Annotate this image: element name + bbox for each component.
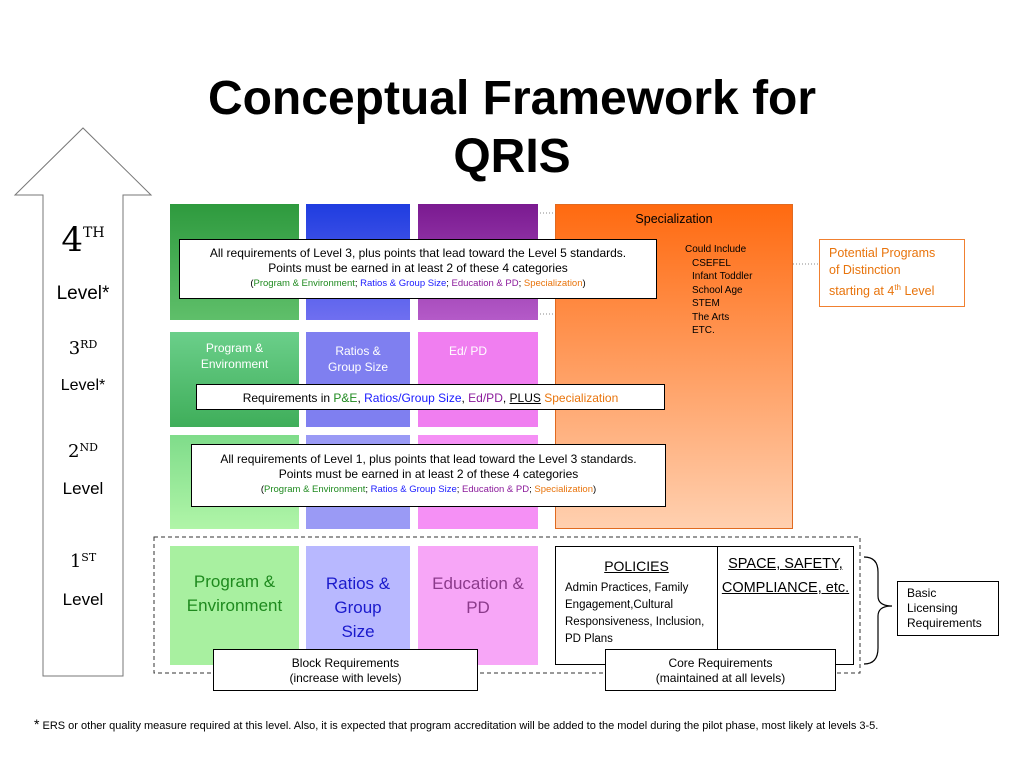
specialization-title: Specialization bbox=[635, 212, 713, 226]
level1-ratios-block bbox=[306, 546, 410, 665]
page-title: Conceptual Framework for QRIS bbox=[207, 72, 817, 183]
level-4-label: Level* bbox=[56, 283, 110, 304]
cat-edpd: Education & PD bbox=[462, 484, 530, 495]
level3-edpd: Ed/PD bbox=[468, 391, 503, 405]
specialization-list: Could Include CSEFEL Infant Toddler Scho… bbox=[685, 243, 752, 338]
level2-line2: Points must be earned in at least 2 of t… bbox=[278, 467, 579, 481]
level3-edpd-label: Ed/ PD bbox=[448, 344, 487, 358]
level-2-number: 2ND bbox=[68, 441, 98, 462]
basic-licensing-box: Basic Licensing Requirements bbox=[897, 581, 999, 636]
specialization-item: The Arts bbox=[692, 311, 730, 323]
core-req-line1: Core Requirements bbox=[668, 656, 773, 670]
level1-edpd-label: Education & PD bbox=[432, 574, 524, 617]
cat-ratios: Ratios & Group Size bbox=[370, 484, 457, 495]
specialization-item: Infant Toddler bbox=[692, 271, 753, 282]
block-requirements-box: Block Requirements (increase with levels… bbox=[213, 649, 478, 691]
level1-ratios-label: Ratios & Group Size bbox=[325, 574, 391, 641]
level-2-label: Level bbox=[62, 479, 104, 498]
level2-requirements-box: All requirements of Level 1, plus points… bbox=[191, 444, 666, 507]
level3-edpd-block bbox=[418, 332, 538, 427]
specialization-item: CSEFEL bbox=[692, 257, 731, 269]
policies-box bbox=[555, 546, 718, 665]
policies-title: POLICIES bbox=[604, 558, 669, 574]
footnote-star: * bbox=[34, 716, 40, 732]
space-text: SPACE, SAFETY, COMPLIANCE, etc. bbox=[721, 556, 850, 596]
distinction-line3: starting at 4th Level bbox=[829, 279, 955, 300]
cat-spec: Specialization bbox=[523, 278, 583, 289]
specialization-could: Could Include bbox=[685, 244, 747, 255]
block-req-line2: (increase with levels) bbox=[289, 671, 402, 685]
level3-pe: P&E bbox=[333, 391, 358, 405]
level-4-number: 4TH bbox=[61, 220, 105, 260]
level3-prefix: Requirements in bbox=[242, 391, 334, 405]
distinction-line1: Potential Programs bbox=[829, 246, 936, 260]
level1-pe-label: Program & Environment bbox=[186, 572, 283, 615]
level-1-label: Level bbox=[62, 590, 104, 609]
specialization-item: School Age bbox=[692, 284, 743, 296]
level3-plus: PLUS bbox=[509, 391, 541, 405]
distinction-box: Potential Programs of Distinction starti… bbox=[819, 239, 965, 307]
cat-pe: Program & Environment bbox=[253, 278, 355, 289]
space-box bbox=[717, 546, 854, 665]
level3-ratios-label: Ratios & Group Size bbox=[327, 344, 389, 374]
level4-line2: Points must be earned in at least 2 of t… bbox=[268, 261, 568, 275]
footnote: * ERS or other quality measure required … bbox=[34, 716, 878, 732]
level3-ratios-block bbox=[306, 332, 410, 427]
level3-requirements-box: Requirements in P&E, Ratios/Group Size, … bbox=[196, 384, 665, 410]
cat-ratios: Ratios & Group Size bbox=[360, 278, 447, 289]
level-3-number: 3RD bbox=[68, 338, 98, 359]
level3-pe-block bbox=[170, 332, 299, 427]
level3-ratios: Ratios/Group Size bbox=[364, 391, 462, 405]
level3-spec: Specialization bbox=[544, 391, 619, 405]
level1-edpd-block bbox=[418, 546, 538, 665]
level3-pe-label: Program & Environment bbox=[200, 341, 269, 371]
cat-edpd: Education & PD bbox=[451, 278, 519, 289]
specialization-item: ETC. bbox=[692, 325, 715, 336]
policies-text: Admin Practices, Family Engagement,Cultu… bbox=[565, 582, 705, 645]
level4-categories: (Program & Environment; Ratios & Group S… bbox=[250, 278, 586, 289]
cat-spec: Specialization bbox=[534, 484, 593, 495]
level2-line1: All requirements of Level 1, plus points… bbox=[220, 452, 637, 466]
level4-line1: All requirements of Level 3, plus points… bbox=[209, 246, 627, 260]
distinction-line3b: Level bbox=[901, 284, 935, 299]
specialization-item: STEM bbox=[692, 298, 720, 309]
level2-categories: (Program & Environment; Ratios & Group S… bbox=[260, 484, 597, 495]
level4-requirements-box: All requirements of Level 3, plus points… bbox=[179, 239, 657, 299]
level-1-number: 1ST bbox=[69, 551, 97, 572]
level1-pe-block bbox=[170, 546, 299, 665]
block-req-line1: Block Requirements bbox=[291, 656, 400, 670]
level-3-label: Level* bbox=[60, 377, 106, 394]
core-req-line2: (maintained at all levels) bbox=[655, 671, 786, 685]
core-requirements-box: Core Requirements (maintained at all lev… bbox=[605, 649, 836, 691]
distinction-sup: th bbox=[894, 283, 901, 292]
distinction-line2: of Distinction bbox=[829, 263, 901, 277]
cat-pe: Program & Environment bbox=[264, 484, 366, 495]
distinction-line3a: starting at 4 bbox=[829, 284, 895, 299]
footnote-text: ERS or other quality measure required at… bbox=[39, 720, 879, 732]
